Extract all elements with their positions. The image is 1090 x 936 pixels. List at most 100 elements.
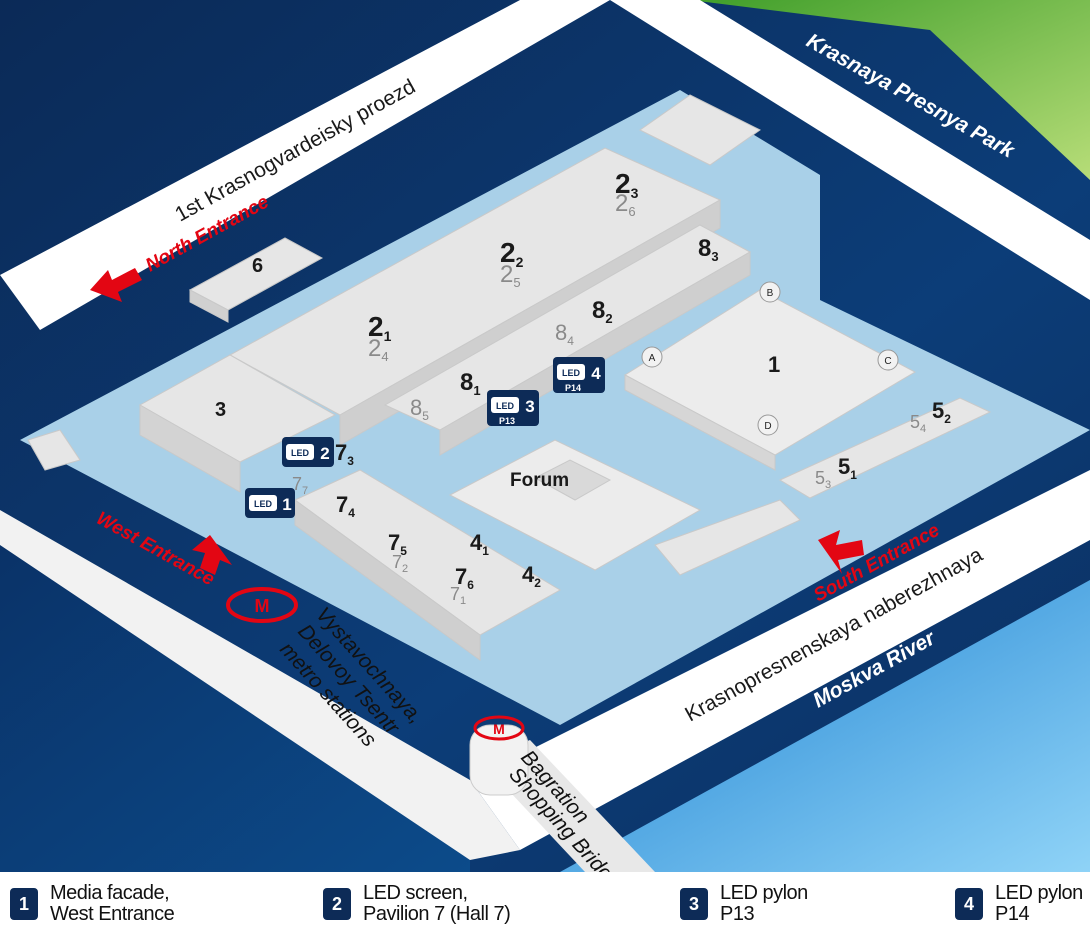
legend-1-line1: Media facade, <box>50 882 170 904</box>
south-gallery <box>654 499 801 576</box>
west-entrance-arrow <box>192 535 232 575</box>
park-area <box>690 0 1090 180</box>
west-road <box>0 490 520 860</box>
hall-8-1-label: 81 <box>460 369 481 398</box>
hall-7-4-label: 74 <box>336 492 355 520</box>
hall-2-1-label: 21 <box>368 311 392 344</box>
hall-2-5-label: 25 <box>500 261 521 290</box>
hall-labels: 6 3 1 Forum 21 24 22 25 23 26 81 82 83 8… <box>215 168 951 607</box>
hall-6-label: 6 <box>252 255 263 277</box>
hall-5-roof <box>778 397 992 499</box>
led-marker-1-number: 1 <box>282 495 291 514</box>
hall-3-side <box>139 404 241 493</box>
led-marker-1[interactable]: LED 1 <box>245 488 295 518</box>
led-marker-1-icon-label: LED <box>254 499 273 509</box>
west-pavilion <box>27 429 81 471</box>
hall-8-2-label: 82 <box>592 297 613 326</box>
hall-8-4-label: 84 <box>555 320 574 348</box>
tower-roof <box>639 94 761 166</box>
corner-a-label: A <box>649 353 656 364</box>
legend-number-1: 1 <box>10 888 38 920</box>
legend-text-2: LED screen, Pavilion 7 (Hall 7) <box>363 882 511 925</box>
led-marker-4-number: 4 <box>591 364 601 383</box>
south-entrance-arrow <box>818 530 864 574</box>
led-marker-4-sub: P14 <box>565 383 581 393</box>
legend-text-1: Media facade, West Entrance <box>50 882 175 925</box>
led-marker-2-number: 2 <box>320 444 329 463</box>
legend-item-4: 4 LED pylon P14 <box>955 878 1083 930</box>
legend-1-line2: West Entrance <box>50 903 175 925</box>
hall-5-3-label: 53 <box>815 468 831 491</box>
led-icon <box>491 397 519 413</box>
forum-pyramid <box>533 459 612 501</box>
hall-7-5-label: 75 <box>388 530 407 558</box>
hall-7-side <box>294 499 481 661</box>
hall-7-1-label: 71 <box>450 584 466 607</box>
east-road <box>610 0 1090 300</box>
led-marker-3-icon-label: LED <box>496 401 515 411</box>
hall-7-7-label: 77 <box>292 474 308 497</box>
corner-c-label: C <box>884 356 891 367</box>
metro-icon-west: M <box>226 587 298 623</box>
led-marker-4-icon-label: LED <box>562 368 581 378</box>
hall-7-6-label: 76 <box>455 564 474 592</box>
legend-2-line1: LED screen, <box>363 882 468 904</box>
legend-2-line2: Pavilion 7 (Hall 7) <box>363 903 511 925</box>
corner-b-label: B <box>767 288 774 299</box>
hall-8-5-label: 85 <box>410 395 429 423</box>
led-marker-2[interactable]: LED 2 <box>282 437 334 467</box>
river-area <box>560 580 1090 872</box>
hall-2-4-label: 24 <box>368 335 389 364</box>
hall-7-3-label: 73 <box>335 440 354 468</box>
legend-number-4: 4 <box>955 888 983 920</box>
forum-label: Forum <box>510 470 569 491</box>
buildings <box>27 94 992 661</box>
hall-7-2-label: 72 <box>392 552 408 575</box>
pavilion-1-label: 1 <box>768 352 780 377</box>
hall-5-2-label: 52 <box>932 398 951 426</box>
hall-2-3-label: 23 <box>615 168 639 201</box>
hall-6-side <box>189 289 229 323</box>
led-icon <box>249 495 277 511</box>
hall-5-4-label: 54 <box>910 412 926 435</box>
led-icon <box>557 364 585 380</box>
led-marker-2-icon-label: LED <box>291 448 310 458</box>
legend-text-3: LED pylon P13 <box>720 883 808 925</box>
legend-3-line2: P13 <box>720 903 755 925</box>
led-marker-3-number: 3 <box>525 397 534 416</box>
pavilion-1-rim <box>624 374 776 471</box>
legend-number-2: 2 <box>323 888 351 920</box>
metro-icon-bridge: M <box>469 715 529 796</box>
forum-roof <box>448 439 702 571</box>
hall-2-6-label: 26 <box>615 190 636 219</box>
legend-item-2: 2 LED screen, Pavilion 7 (Hall 7) <box>323 878 511 930</box>
corner-d-label: D <box>764 421 771 432</box>
led-icon <box>286 444 314 460</box>
legend: 1 Media facade, West Entrance 2 LED scre… <box>0 872 1090 936</box>
venue-map: 1st Krasnogvardeisky proezd Krasnopresne… <box>0 0 1090 872</box>
led-marker-3-sub: P13 <box>499 416 515 426</box>
hall-2-2-label: 22 <box>500 237 524 270</box>
south-road <box>470 470 1090 850</box>
hall-4-2-label: 42 <box>522 562 541 590</box>
legend-number-3: 3 <box>680 888 708 920</box>
legend-item-1: 1 Media facade, West Entrance <box>10 878 175 930</box>
legend-4-line2: P14 <box>995 903 1030 925</box>
site-platform <box>20 90 1090 725</box>
north-entrance-arrow <box>90 268 142 302</box>
legend-item-3: 3 LED pylon P13 <box>680 878 808 930</box>
hall-5-1-label: 51 <box>838 454 857 482</box>
legend-3-line1: LED pylon <box>720 882 808 904</box>
legend-text-4: LED pylon P14 <box>995 883 1083 925</box>
hall-8-3-label: 83 <box>698 235 719 264</box>
svg-text:M: M <box>255 596 270 616</box>
led-marker-3[interactable]: LED 3 P13 <box>487 390 539 426</box>
led-marker-4[interactable]: LED 4 P14 <box>553 357 605 393</box>
svg-text:M: M <box>493 721 505 737</box>
pavilion-corners: A B C D <box>641 281 899 436</box>
north-road <box>0 0 610 330</box>
hall-3-label: 3 <box>215 399 226 421</box>
hall-4-1-label: 41 <box>470 530 489 558</box>
legend-4-line1: LED pylon <box>995 882 1083 904</box>
